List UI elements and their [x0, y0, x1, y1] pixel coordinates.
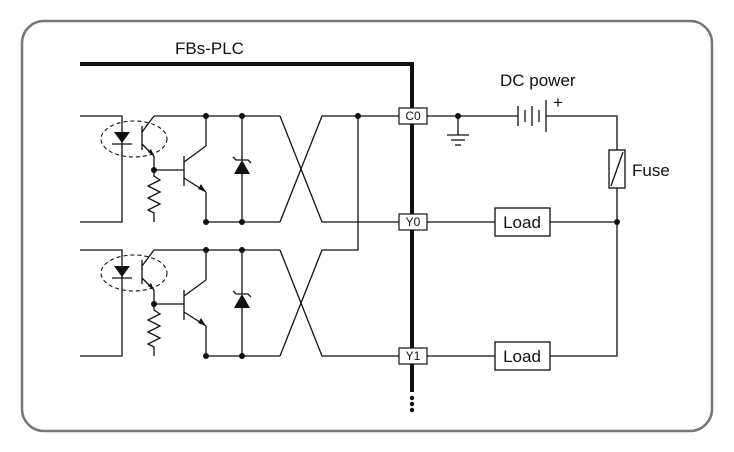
continuation-dots [409, 395, 415, 413]
terminal-y1: Y1 [398, 347, 428, 365]
fuse-label: Fuse [632, 161, 670, 180]
output-channel-1 [80, 116, 400, 359]
transistor-icon [198, 184, 206, 192]
svg-text:Load: Load [503, 213, 541, 232]
led-icon [114, 266, 130, 277]
optocoupler-0 [100, 120, 168, 158]
svg-text:Y1: Y1 [406, 349, 421, 363]
zener-diode-icon [234, 160, 250, 174]
led-icon [114, 132, 130, 143]
supply-return-wire [550, 188, 618, 357]
svg-text:C0: C0 [405, 109, 421, 123]
output-channel-0 [80, 113, 400, 225]
battery-icon [517, 100, 547, 132]
resistor-icon [146, 170, 162, 222]
svg-text:Load: Load [503, 347, 541, 366]
dc-plus-sign: + [553, 93, 563, 112]
load-1: Load [494, 341, 551, 371]
diagram-frame [20, 19, 714, 433]
ground-icon [447, 116, 469, 146]
plc-boundary [80, 62, 414, 392]
load-0: Load [494, 207, 551, 237]
plc-label: FBs-PLC [175, 39, 244, 58]
zener-diode-icon [234, 294, 250, 308]
fuse-icon [608, 149, 626, 189]
terminal-c0: C0 [398, 107, 428, 125]
terminal-y0: Y0 [398, 213, 428, 231]
svg-text:Y0: Y0 [406, 215, 421, 229]
resistor-icon [146, 304, 162, 356]
dc-power-label: DC power [500, 71, 576, 90]
transistor-icon [198, 318, 206, 326]
optocoupler-1 [100, 254, 168, 292]
